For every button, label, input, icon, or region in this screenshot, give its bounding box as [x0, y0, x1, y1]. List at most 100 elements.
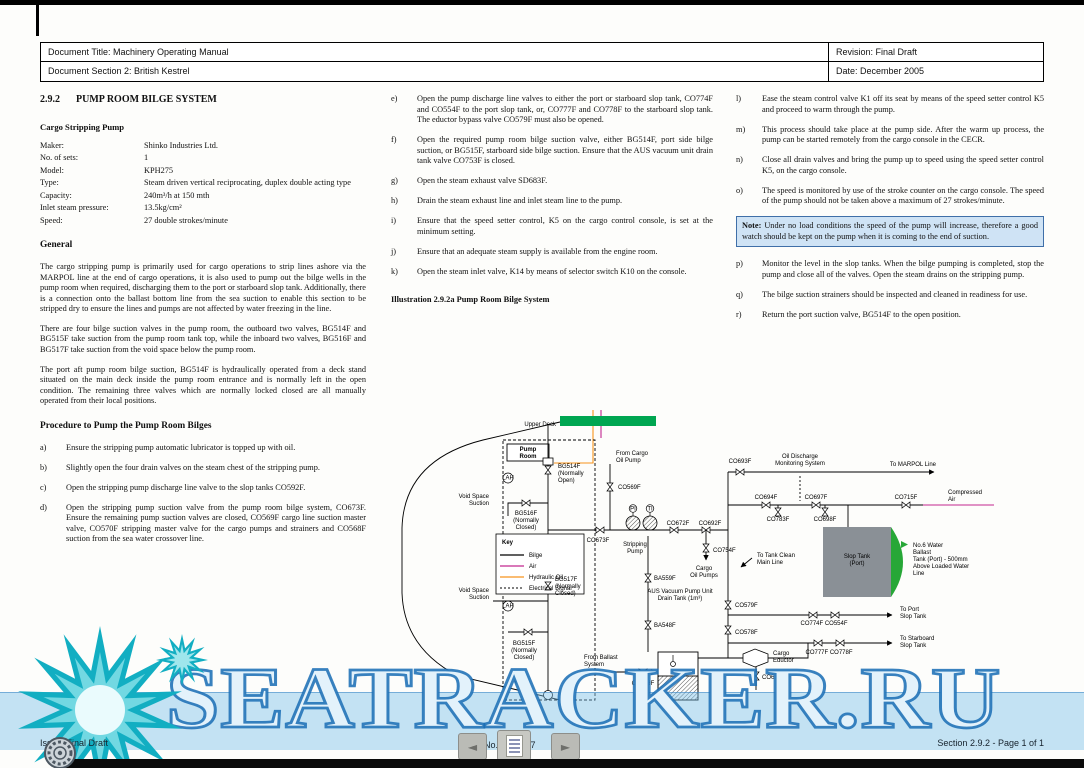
item-text: Monitor the level in the slop tanks. Whe…: [762, 259, 1044, 279]
diagram-label: CO677F: [762, 675, 785, 681]
diagram-label: CO578F: [735, 630, 758, 636]
prev-page-button[interactable]: ◄: [458, 733, 487, 760]
item-letter: g): [391, 176, 398, 186]
diagram-label: Air: [529, 564, 536, 570]
spec-row: Capacity:240m³/h at 150 mth: [40, 191, 366, 202]
spec-row: Speed:27 double strokes/minute: [40, 216, 366, 227]
item-text: The bilge suction strainers should be in…: [762, 289, 1028, 299]
slop-tank-port: [823, 527, 891, 597]
gear-emblem: [44, 737, 76, 768]
ballast-tank-wedge: [891, 527, 903, 597]
diagram-label: Hydraulic Oil: [529, 575, 563, 581]
section-heading: 2.9.2 PUMP ROOM BILGE SYSTEM: [40, 94, 366, 107]
item-text: This process should take place at the pu…: [762, 124, 1044, 145]
spec-value: KPH275: [144, 165, 174, 175]
procedure-item: j) Ensure that an adequate steam supply i…: [391, 247, 713, 258]
procedure-item: g) Open the steam exhaust valve SD683F.: [391, 176, 713, 187]
header-table: Document Title: Machinery Operating Manu…: [40, 42, 1044, 82]
hull-outline: [401, 421, 561, 701]
column-1: 2.9.2 PUMP ROOM BILGE SYSTEM Cargo Strip…: [40, 94, 366, 554]
spec-value: 1: [144, 153, 149, 163]
section-number: 2.9.2: [40, 94, 60, 105]
item-letter: p): [736, 259, 743, 269]
item-letter: j): [391, 246, 397, 256]
diagram-label: CO692F: [699, 521, 722, 527]
starburst-core: [75, 685, 125, 735]
spec-label: Type:: [40, 178, 59, 188]
item-letter: k): [391, 266, 398, 276]
diagram-label: LAH: [502, 476, 514, 482]
item-text: Slightly open the four drain valves on t…: [66, 462, 320, 472]
spec-value: Shinko Industries Ltd.: [144, 140, 218, 150]
paragraph: There are four bilge suction valves in t…: [40, 323, 366, 354]
item-letter: n): [736, 155, 743, 165]
watermark-band: [0, 692, 1084, 750]
hydraulic-oil-line: [554, 410, 594, 464]
item-text: Ensure the stripping pump automatic lubr…: [66, 442, 296, 452]
spec-label: Speed:: [40, 215, 63, 225]
spec-label: No. of sets:: [40, 153, 79, 163]
pump-room-boundary: [502, 439, 596, 701]
item-letter: q): [736, 289, 743, 299]
procedure-item: n)Close all drain valves and bring the p…: [736, 155, 1044, 176]
diagram-label: CO774F CO554F: [800, 621, 847, 627]
item-text: Open the stripping pump suction valve fr…: [66, 502, 366, 544]
spec-value: Steam driven vertical reciprocating, dup…: [144, 178, 351, 188]
diagram-label: CO697F: [805, 495, 828, 501]
procedure-item: c)Open the stripping pump discharge line…: [40, 483, 366, 494]
diagram-label: CO672F: [667, 521, 690, 527]
procedure-heading: Procedure to Pump the Pump Room Bilges: [40, 420, 212, 431]
spec-row: Maker: Shinko Industries Ltd.: [40, 141, 366, 152]
note-text: Under no load conditions the speed of th…: [742, 221, 1038, 241]
upper-deck-bar: [560, 416, 656, 426]
item-text: Ensure that an adequate steam supply is …: [417, 246, 658, 256]
ballast-arrow: [901, 541, 908, 548]
spec-value: 13.5kg/cm²: [144, 203, 182, 213]
page-menu-button[interactable]: [497, 730, 531, 761]
diagram-label: BA548F: [654, 623, 676, 629]
diagram-label: CO754F: [713, 548, 736, 554]
stripping-pump-symbol: [625, 504, 658, 531]
item-letter: i): [391, 216, 397, 226]
spec-row: Model:KPH275: [40, 166, 366, 177]
diagram-label: CO673F: [587, 538, 610, 544]
diagram-label: To MARPOL Line: [890, 462, 937, 468]
diagram-label: Bilge: [529, 553, 543, 559]
item-letter: b): [40, 462, 47, 472]
header-date: Date: December 2005: [836, 66, 925, 76]
item-text: Open the steam exhaust valve SD683F.: [417, 176, 548, 186]
document-icon: [505, 734, 523, 757]
diagram-label: Upper Deck: [524, 422, 557, 428]
procedure-item: k)Open the steam inlet valve, K14 by mea…: [391, 267, 713, 278]
header-doc-title: Document Title: Machinery Operating Manu…: [41, 43, 829, 62]
diagram-label: Key: [502, 540, 514, 546]
illustration-caption: Illustration 2.9.2a Pump Room Bilge Syst…: [391, 295, 550, 305]
item-letter: r): [736, 309, 742, 319]
item-text: Open the stripping pump discharge line v…: [66, 482, 306, 492]
diagram-label: PI: [630, 507, 636, 513]
diagram-label: CO693F: [729, 459, 752, 465]
bottom-bar: [62, 759, 1084, 768]
section-title: PUMP ROOM BILGE SYSTEM: [76, 94, 217, 105]
spec-row: No. of sets: 1: [40, 153, 366, 164]
next-page-button[interactable]: ►: [551, 733, 580, 760]
item-letter: m): [736, 124, 746, 134]
item-text: Return the port suction valve, BG514F to…: [762, 309, 961, 319]
item-text: Ease the steam control valve K1 off its …: [762, 94, 1044, 114]
item-letter: h): [391, 196, 398, 206]
spec-label: Maker:: [40, 140, 64, 150]
diagram-label: CO763F: [632, 681, 655, 687]
diagram-label: CO694F: [755, 495, 778, 501]
diagram-label: TI: [647, 507, 653, 513]
pump-subheading: Cargo Stripping Pump: [40, 121, 125, 132]
